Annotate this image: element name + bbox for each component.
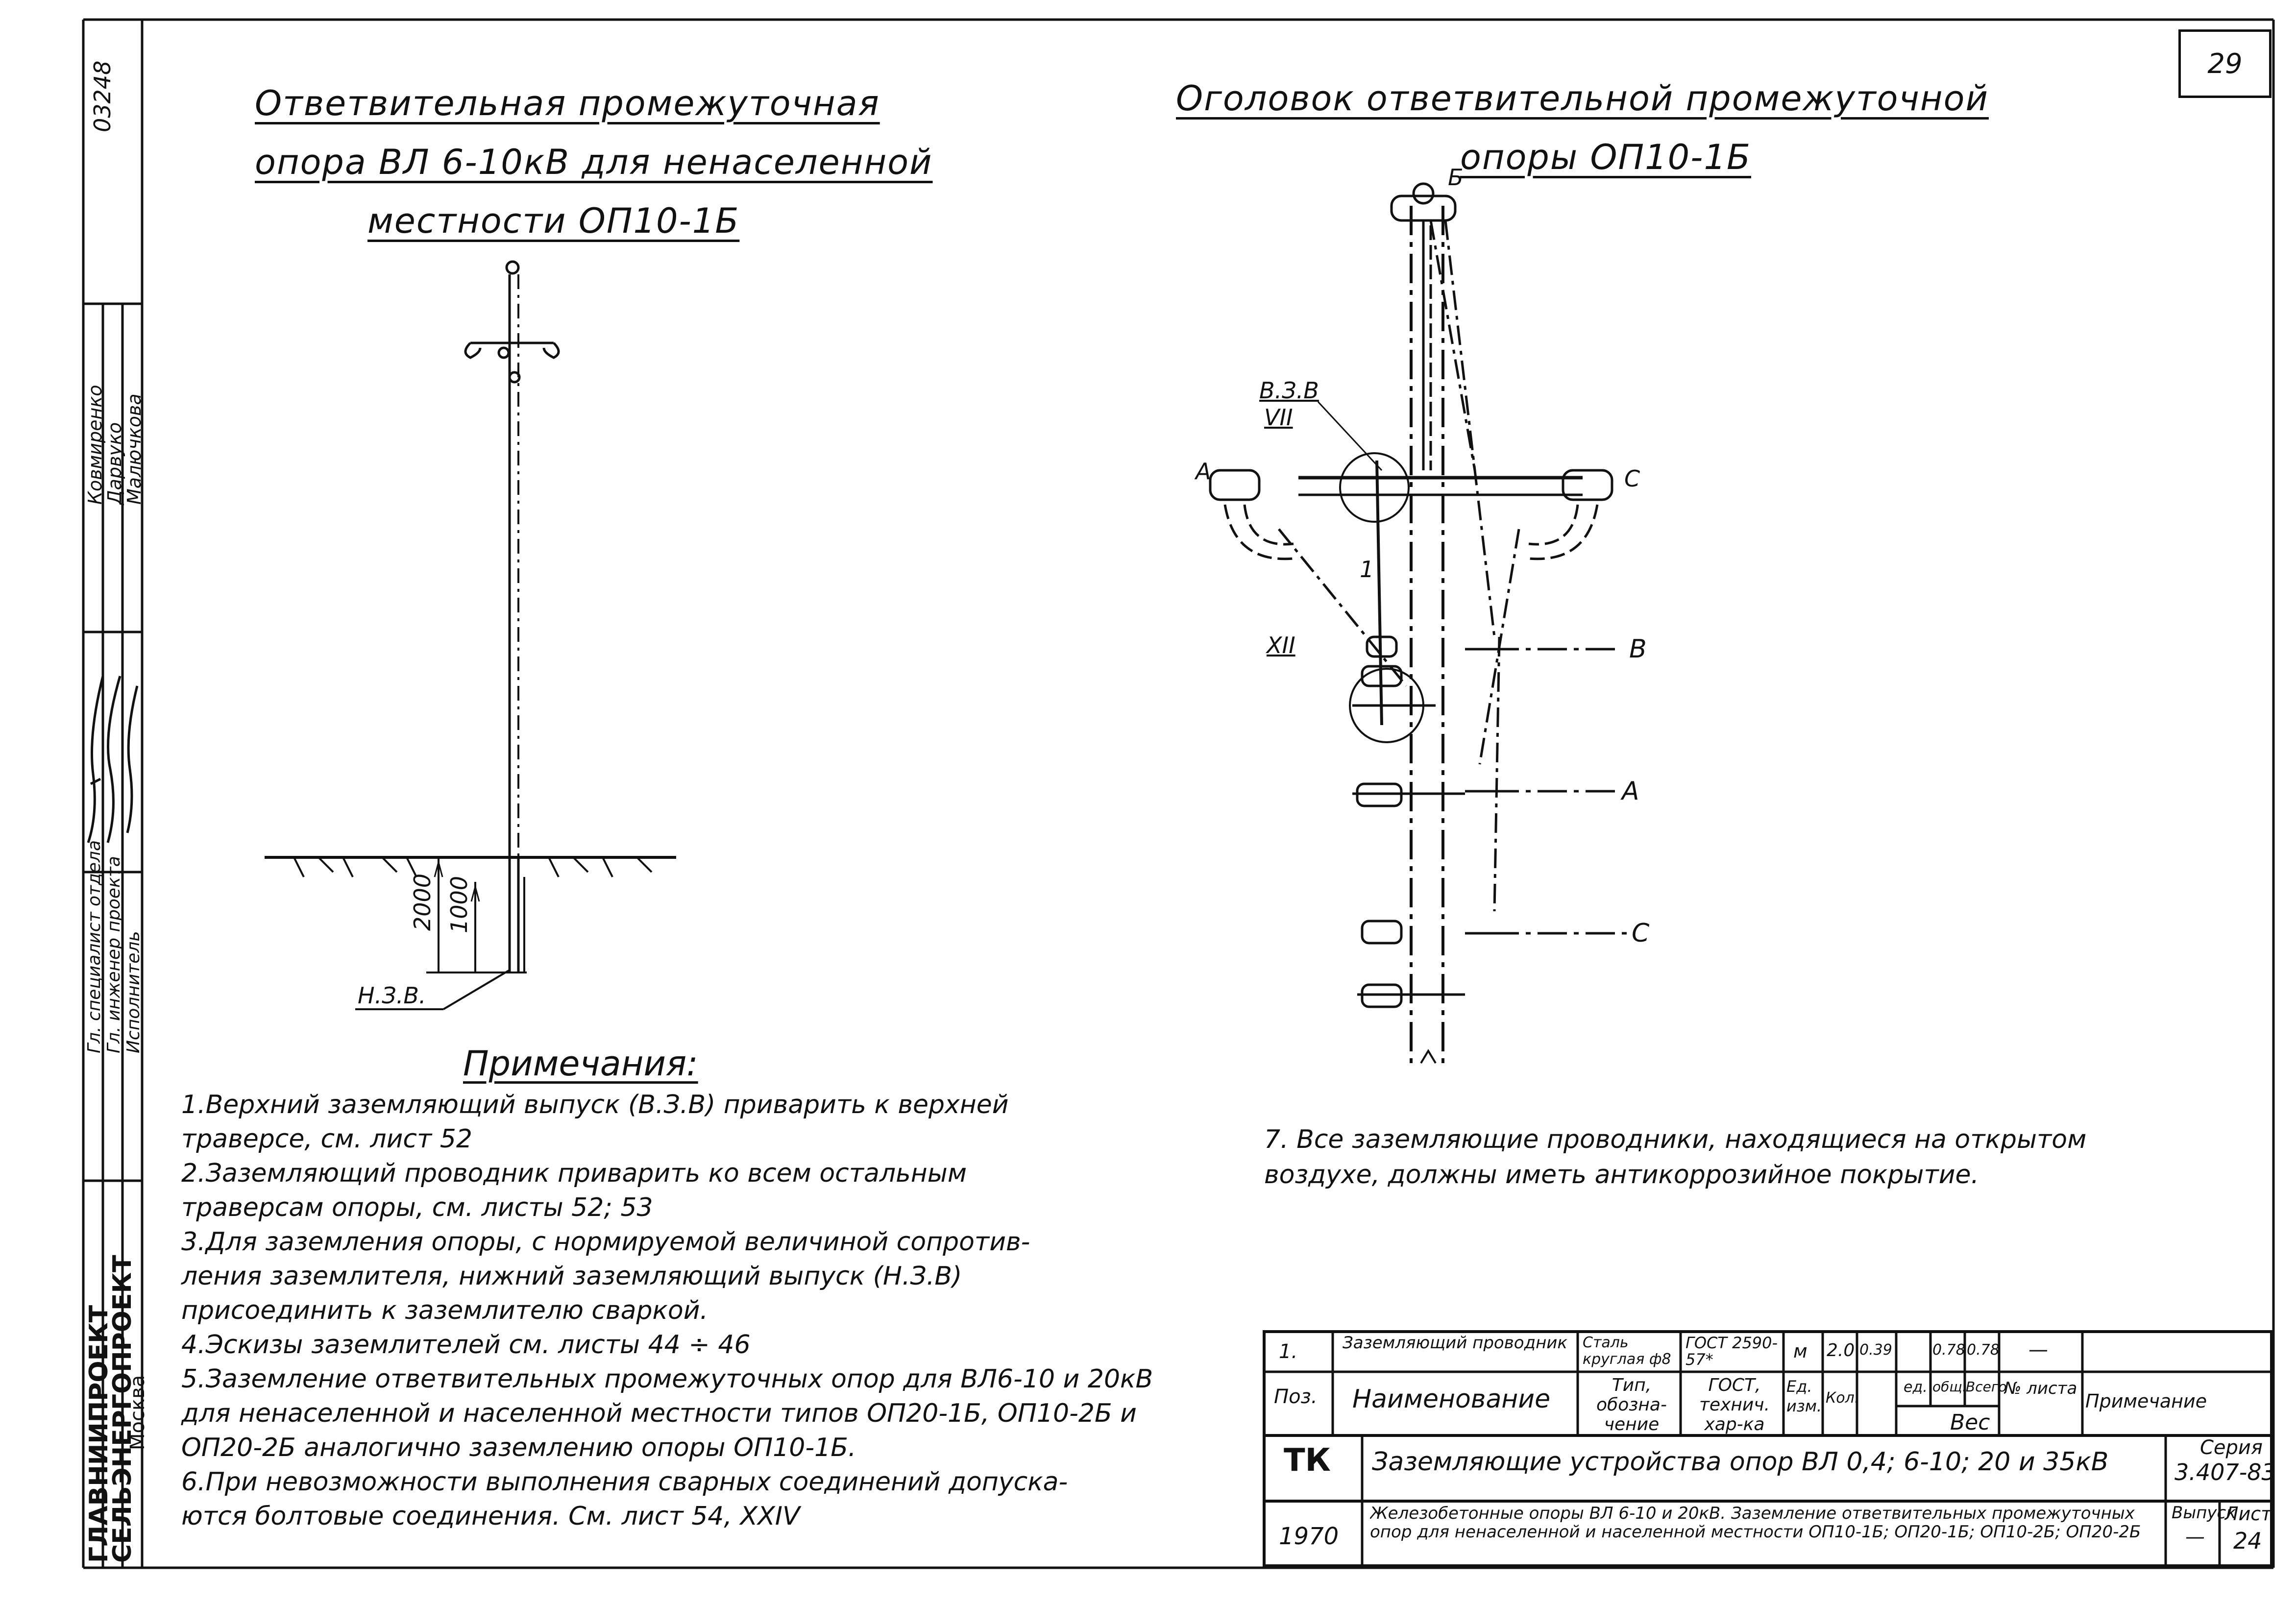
note-line: для ненаселенной и населенной местности …: [181, 1399, 1137, 1428]
r1-pos: 1.: [1279, 1340, 1298, 1363]
name-3: Малючкова: [123, 393, 145, 505]
stamp-series: 3.407-83: [2174, 1459, 2276, 1485]
stamp-subtitle: Железобетонные опоры ВЛ 6-10 и 20кВ. Заз…: [1370, 1504, 2141, 1541]
right-drawing-title: Оголовок ответвительной промежуточной оп…: [1176, 78, 1989, 177]
r1-qty: 2.0: [1827, 1340, 1855, 1361]
notes-list: 1.Верхний заземляющий выпуск (В.З.В) при…: [181, 1088, 1249, 1533]
h-gost: ГОСТ, технич. хар-ка: [1699, 1376, 1770, 1434]
label-xii: XII: [1267, 632, 1295, 658]
stamp-tk: ТК: [1284, 1442, 1331, 1479]
name-2: Дарвуко: [104, 422, 125, 505]
note-line: 1.Верхний заземляющий выпуск (В.З.В) при…: [181, 1090, 1009, 1119]
h-qty: Кол.: [1826, 1389, 1859, 1407]
role-1: Гл. специалист отдела: [84, 840, 104, 1053]
doc-number: 03248: [89, 60, 116, 132]
r1-w3: 0.78: [1967, 1341, 2000, 1359]
label-c-right: С: [1624, 465, 1640, 492]
note-line: траверсе, см. лист 52: [181, 1124, 472, 1154]
stamp-list: 24: [2233, 1528, 2262, 1554]
r1-w2: 0.78: [1932, 1341, 1965, 1359]
name-1: Ковмиренко: [84, 385, 106, 505]
dim-2000: 2000: [409, 873, 436, 931]
h-w3: Всего: [1966, 1379, 2007, 1395]
note-line: присоединить к заземлителю сваркой.: [181, 1296, 708, 1325]
h-name: Наименование: [1352, 1385, 1551, 1414]
r1-w1: 0.39: [1859, 1341, 1892, 1359]
spec-table: 1. Заземляющий проводник Сталь круглая ф…: [1264, 1332, 2276, 1566]
stamp-title: Заземляющие устройства опор ВЛ 0,4; 6-10…: [1372, 1447, 2109, 1477]
note-line: 2.Заземляющий проводник приварить ко все…: [181, 1159, 967, 1188]
note-line: 4.Эскизы заземлителей см. листы 44 ÷ 46: [181, 1330, 751, 1360]
label-vii: VII: [1264, 404, 1293, 431]
wire-a: А: [1622, 777, 1639, 806]
h-note: Примечание: [2085, 1390, 2207, 1412]
label-b-top: Б: [1448, 164, 1464, 191]
signature-marks: [87, 676, 139, 843]
r1-sheet: —: [2028, 1338, 2048, 1361]
dim-1000: 1000: [446, 875, 472, 933]
stamp-vypusk: —: [2185, 1526, 2205, 1548]
label-nzv: Н.З.В.: [358, 982, 426, 1009]
role-2: Гл. инженер проекта: [104, 856, 124, 1053]
wire-c: С: [1632, 919, 1650, 948]
note-line: ления заземлителя, нижний заземляющий вы…: [181, 1262, 962, 1291]
stamp-vypusk-label: Выпуск: [2172, 1503, 2236, 1523]
role-3: Исполнитель: [123, 931, 144, 1053]
h-unit: Ед. изм.: [1786, 1377, 1821, 1415]
wire-b: В: [1629, 634, 1647, 664]
page-number: 29: [2178, 29, 2272, 98]
h-w1: ед.: [1904, 1379, 1928, 1396]
r1-type: Сталь круглая ф8: [1583, 1335, 1671, 1368]
note-line: 5.Заземление ответвительных промежуточны…: [181, 1364, 1153, 1394]
left-drawing-title: Ответвительная промежуточная опора ВЛ 6-…: [255, 83, 933, 241]
h-w2: общ.: [1932, 1379, 1967, 1395]
note-line: ются болтовые соединения. См. лист 54, X…: [181, 1502, 800, 1531]
h-weight: Вес: [1950, 1410, 1990, 1435]
stamp-year: 1970: [1279, 1523, 1339, 1550]
note-7: 7. Все заземляющие проводники, находящие…: [1264, 1125, 2087, 1190]
h-pos: Поз.: [1274, 1385, 1318, 1408]
r1-unit: м: [1793, 1340, 1807, 1362]
stamp-list-label: Лист: [2224, 1503, 2272, 1525]
h-type: Тип, обозна-чение: [1596, 1376, 1667, 1434]
org-city: Москва: [126, 1375, 149, 1450]
h-sheet: № листа: [2004, 1379, 2077, 1398]
r1-gost: ГОСТ 2590-57*: [1685, 1335, 1778, 1368]
note-line: траверсам опоры, см. листы 52; 53: [181, 1193, 653, 1222]
label-one: 1: [1360, 556, 1374, 583]
label-a-left: А: [1196, 458, 1211, 485]
note-line: 3.Для заземления опоры, с нормируемой ве…: [181, 1227, 1030, 1257]
label-vzv: В.З.В: [1259, 377, 1319, 404]
r1-name: Заземляющий проводник: [1343, 1335, 1567, 1351]
note-line: ОП20-2Б аналогично заземлению опоры ОП10…: [181, 1433, 856, 1462]
note-line: 6.При невозможности выполнения сварных с…: [181, 1467, 1068, 1497]
notes-heading: Примечания:: [463, 1044, 698, 1084]
stamp-series-label: Серия: [2200, 1436, 2263, 1459]
